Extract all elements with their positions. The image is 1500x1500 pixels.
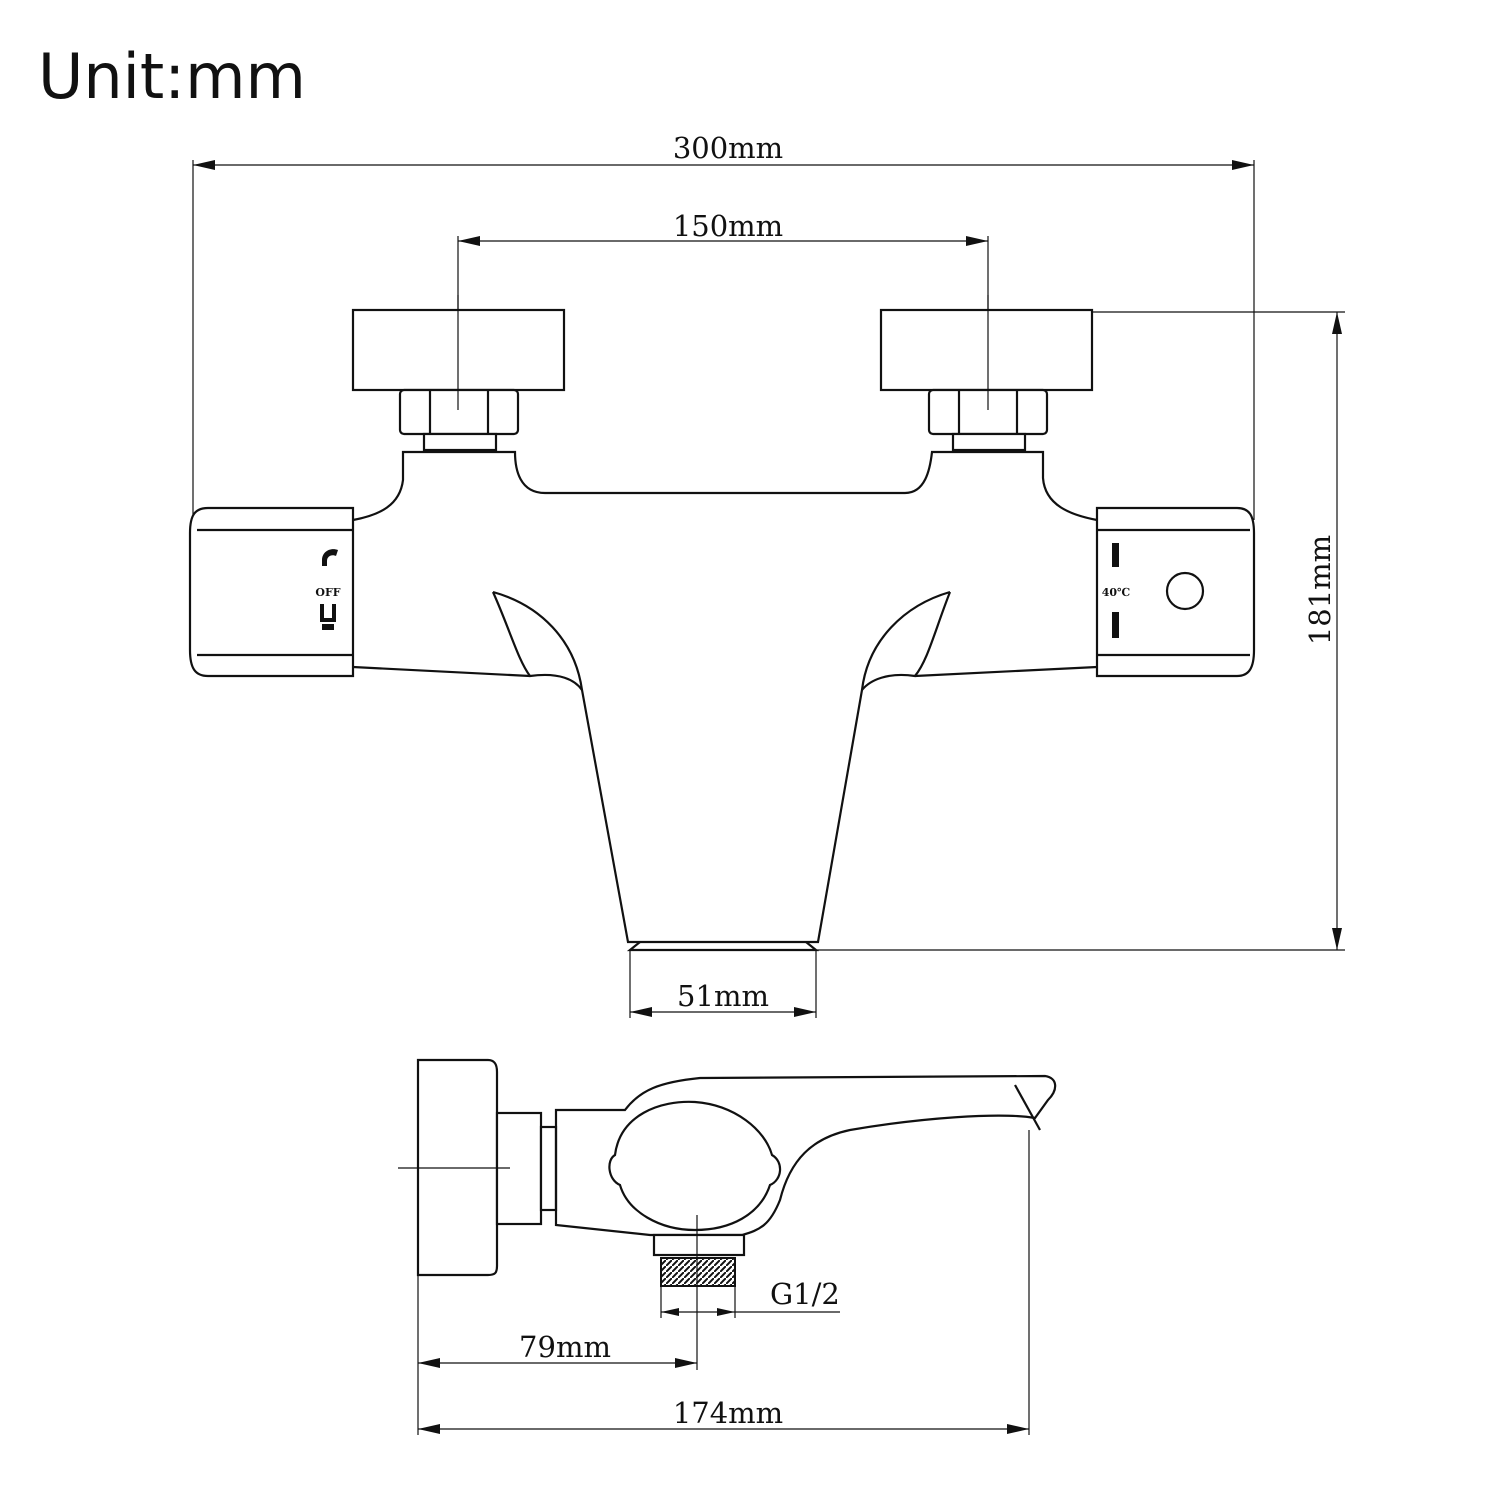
- shower-head-icon: [322, 549, 338, 566]
- temperature-mark-top: [1112, 543, 1119, 567]
- bath-tub-icon: [320, 604, 336, 630]
- outlet-nut: [652, 1233, 746, 1257]
- side-body: [554, 1074, 1057, 1237]
- right-escutcheon: [879, 308, 1094, 392]
- overall-depth-label: 174mm: [673, 1396, 783, 1430]
- spout-width-label: 51mm: [677, 979, 769, 1013]
- front-view: 300mm 150mm 181mm: [188, 131, 1345, 1018]
- dimension-inlet-spacing: 150mm: [457, 209, 989, 410]
- dimension-spout-width: 51mm: [629, 950, 817, 1018]
- outlet-thread: [660, 1257, 736, 1287]
- dimension-outlet-offset: 79mm: [417, 1275, 697, 1435]
- temperature-mark-bottom: [1112, 612, 1119, 638]
- dimension-overall-depth: 174mm: [418, 1130, 1030, 1435]
- safety-button[interactable]: [1165, 571, 1205, 611]
- right-inlet-nut: [927, 388, 1049, 452]
- overall-height-label: 181mm: [1303, 535, 1337, 645]
- diverter-off-label: OFF: [315, 586, 340, 599]
- thread-label: G1/2: [770, 1277, 840, 1311]
- temperature-label: 40℃: [1102, 586, 1131, 599]
- left-inlet-nut: [398, 388, 520, 452]
- outlet-offset-label: 79mm: [519, 1330, 611, 1364]
- dimension-overall-width: 300mm: [192, 131, 1255, 520]
- diverter-handle[interactable]: OFF: [188, 506, 355, 678]
- unit-title: Unit:mm: [38, 40, 306, 113]
- side-view: G1/2 79mm 174mm: [398, 1058, 1057, 1435]
- spout: [492, 590, 951, 944]
- faucet-body: [352, 450, 1098, 522]
- overall-width-label: 300mm: [673, 131, 783, 165]
- dimension-thread: G1/2: [660, 1277, 840, 1318]
- temperature-handle[interactable]: 40℃: [1095, 506, 1256, 678]
- dimension-overall-height: 181mm: [815, 311, 1345, 951]
- inlet-spacing-label: 150mm: [673, 209, 783, 243]
